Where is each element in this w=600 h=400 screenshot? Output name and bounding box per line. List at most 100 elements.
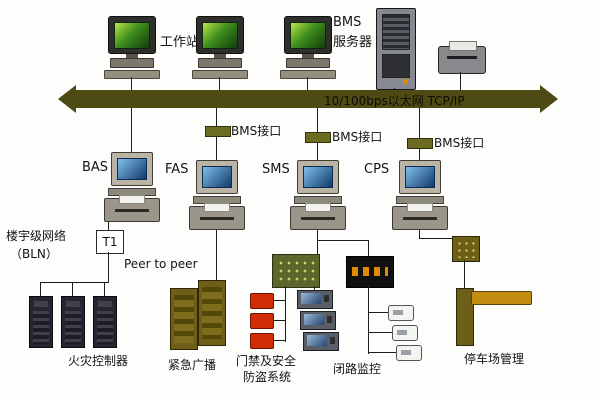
cctv-label: 闭路监控 (333, 362, 382, 376)
panel-indicators (277, 259, 315, 283)
fas-station (189, 160, 245, 230)
t1-label: T1 (102, 235, 118, 249)
printer-slot (403, 217, 437, 220)
connector (272, 340, 285, 341)
connector (317, 230, 318, 254)
paper (204, 203, 230, 212)
card-reader-2 (392, 325, 418, 341)
controller-vents (33, 311, 49, 344)
screen (202, 21, 238, 49)
controller-display (98, 301, 112, 307)
parking-gate-post (456, 288, 474, 346)
cctv-monitor-3 (303, 332, 339, 351)
monitor-knob (330, 337, 335, 344)
connector (460, 72, 461, 90)
computer-base (286, 58, 330, 68)
paper (305, 203, 331, 212)
paper (119, 195, 145, 204)
connector (285, 286, 286, 342)
screen (307, 335, 327, 346)
printer-paper-tray (449, 41, 477, 51)
security-controller-panel (272, 254, 320, 288)
workstation-node-3 (280, 16, 336, 79)
connector (216, 230, 217, 280)
card-reader-3 (396, 345, 422, 361)
connector (464, 260, 465, 288)
connector (40, 282, 109, 283)
connector (272, 300, 285, 301)
cabinet-panels (202, 287, 222, 339)
workstation-node-1 (104, 16, 160, 79)
printer-icon (189, 203, 245, 230)
backbone-arrow-left-icon (58, 85, 76, 113)
switch-modules (352, 267, 388, 276)
printer-icon (290, 203, 346, 230)
screen (290, 21, 326, 49)
fire-controller-label: 火灾控制器 (68, 354, 129, 368)
fire-controller-unit-3 (93, 296, 117, 348)
fire-controller-unit-1 (29, 296, 53, 348)
bms-interface-label-2: BMS接口 (332, 130, 383, 144)
controller-display (34, 301, 48, 307)
monitor-stand (126, 54, 138, 58)
backbone-arrow-right-icon (540, 85, 558, 113)
connector (368, 352, 396, 353)
access-control-device-2 (250, 313, 274, 329)
screen (202, 166, 232, 188)
panel-indicators (456, 240, 476, 258)
cabinet-panels (174, 295, 194, 343)
server-led (403, 79, 408, 84)
printer-slot (301, 217, 335, 220)
connector (131, 77, 132, 90)
printer-icon (104, 195, 160, 222)
screen (304, 314, 324, 325)
connector (131, 108, 132, 152)
keyboard-icon (192, 70, 248, 79)
monitor-knob (327, 316, 332, 323)
access-security-label-line1: 门禁及安全 (236, 354, 297, 368)
parking-label: 停车场管理 (464, 352, 525, 366)
connector (368, 240, 369, 256)
ethernet-backbone-bar (76, 90, 540, 108)
sms-label: SMS (262, 162, 290, 177)
controller-vents (97, 311, 113, 344)
bln-label-line2: （BLN） (10, 247, 58, 261)
t1-node: T1 (96, 230, 124, 254)
controller-vents (65, 311, 81, 344)
server-drive-bays (382, 14, 410, 50)
bms-interface-module-1 (205, 126, 231, 137)
connector (368, 312, 388, 313)
cps-station (392, 160, 448, 230)
bms-server-label-line1: BMS (333, 15, 362, 30)
monitor-icon (297, 160, 339, 194)
paper (407, 203, 433, 212)
computer-base (198, 58, 242, 68)
bms-interface-label-3: BMS接口 (434, 136, 485, 150)
connector (419, 230, 420, 238)
reader-slot (401, 350, 411, 355)
printer-slot (115, 209, 149, 212)
server-panel (382, 54, 410, 78)
connector (394, 88, 395, 90)
screen (117, 158, 147, 180)
connector (419, 238, 452, 239)
connector (317, 240, 369, 241)
connector (307, 77, 308, 90)
printer-icon (438, 41, 486, 74)
keyboard-icon (104, 70, 160, 79)
monitor-icon (108, 16, 156, 54)
connector (272, 320, 285, 321)
sms-station (290, 160, 346, 230)
cctv-monitor-2 (300, 311, 336, 330)
screen (303, 166, 333, 188)
connector (72, 282, 73, 296)
screen (114, 21, 150, 49)
connector (419, 108, 420, 160)
bln-label-line1: 楼宇级网络 (6, 229, 67, 243)
monitor-knob (324, 295, 329, 302)
connector (108, 252, 109, 282)
connector (368, 286, 369, 354)
bms-server-label-line2: 服务器 (333, 35, 373, 50)
fire-controller-unit-2 (61, 296, 85, 348)
monitor-icon (196, 160, 238, 194)
